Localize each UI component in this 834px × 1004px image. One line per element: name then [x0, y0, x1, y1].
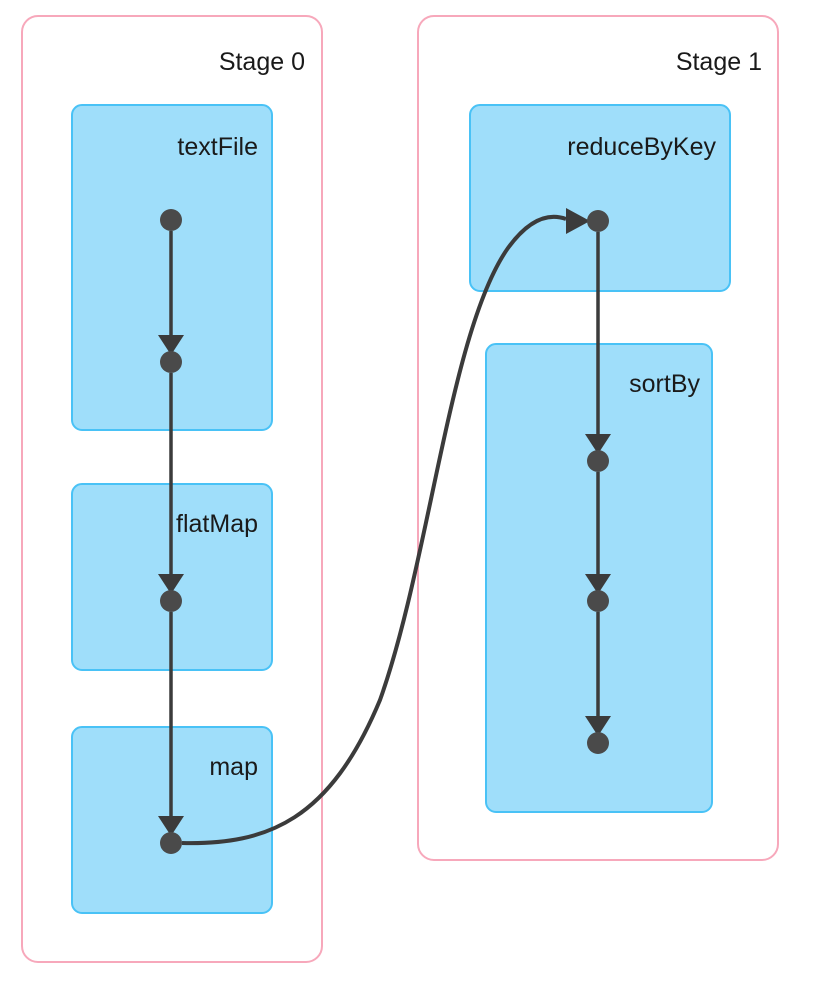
rdd-label: reduceByKey — [567, 133, 716, 161]
arrowhead-icon — [158, 335, 184, 355]
rdd-partition-node[interactable] — [160, 351, 182, 373]
arrowhead-icon — [585, 574, 611, 594]
node-group — [160, 209, 609, 854]
rdd-partition-node[interactable] — [587, 210, 609, 232]
rdd-partition-node[interactable] — [587, 590, 609, 612]
rdd-partition-node[interactable] — [587, 732, 609, 754]
rdd-partition-node[interactable] — [160, 832, 182, 854]
rdd-partition-node[interactable] — [587, 450, 609, 472]
arrowhead-icon — [566, 208, 590, 234]
stage-label: Stage 1 — [676, 48, 762, 76]
rdd-label: sortBy — [629, 370, 700, 398]
arrowhead-icon — [585, 716, 611, 736]
rdd-partition-node[interactable] — [160, 209, 182, 231]
rdd-box-rdd-reducebykey[interactable] — [469, 104, 731, 292]
arrowhead-icon — [585, 434, 611, 454]
rdd-partition-node[interactable] — [160, 590, 182, 612]
edge-shuffle — [181, 214, 567, 846]
arrowhead-icon — [158, 574, 184, 594]
stage-label: Stage 0 — [219, 48, 305, 76]
label-group: Stage 0 textFile flatMap map Stage 1 reduceBy… — [176, 48, 762, 781]
rdd-label: map — [209, 753, 258, 781]
edge-group — [158, 208, 611, 846]
rdd-label: flatMap — [176, 510, 258, 538]
arrowhead-icon — [158, 816, 184, 836]
rdd-label: textFile — [177, 133, 258, 161]
